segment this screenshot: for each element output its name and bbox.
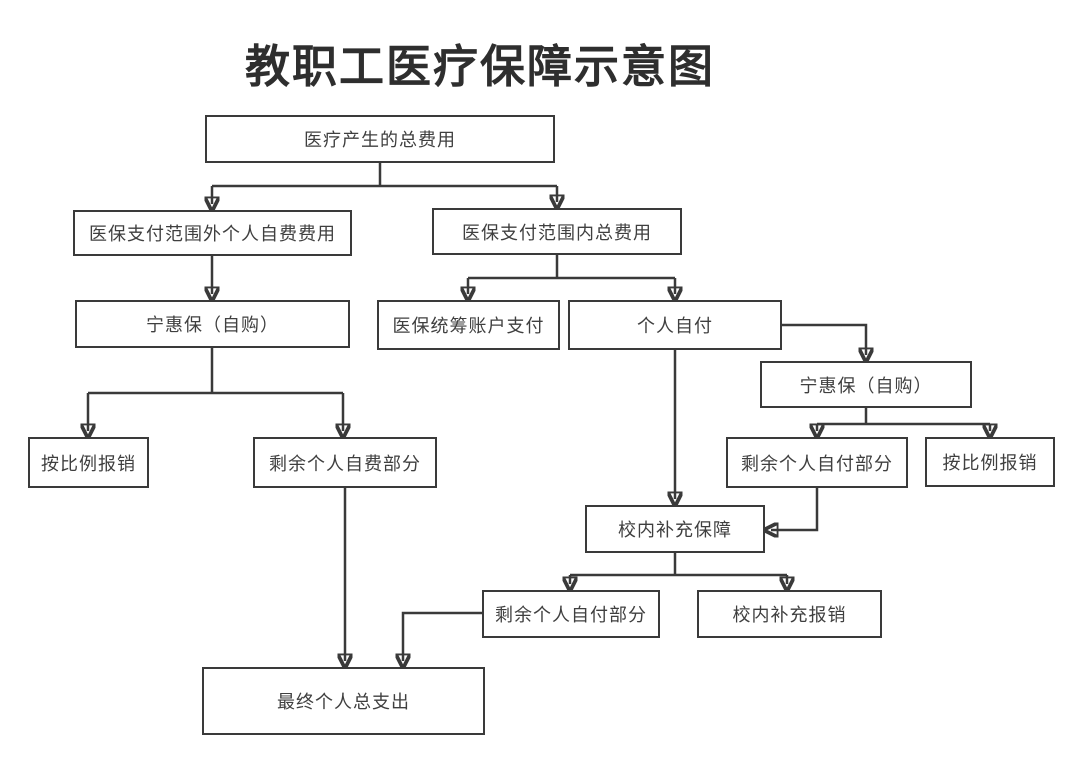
node-remaining-self-pay-bottom: 剩余个人自付部分 [482,590,660,638]
node-ninghuibao-left: 宁惠保（自购） [75,300,350,348]
node-school-supplement-security: 校内补充保障 [585,505,765,553]
node-remaining-self-pay-right: 剩余个人自付部分 [726,437,908,488]
node-pooled-account-pay: 医保统筹账户支付 [377,300,560,350]
node-final-personal-total: 最终个人总支出 [202,667,485,735]
node-proportional-reimburse-right: 按比例报销 [925,437,1055,487]
arrow-remaining-pay-bottom-to-final [403,611,482,661]
node-outside-scope-self-fee: 医保支付范围外个人自费费用 [73,210,352,256]
arrow-personal-to-ninghuibao-right [782,323,866,355]
node-remaining-self-fee: 剩余个人自费部分 [253,437,437,488]
node-inside-scope-total: 医保支付范围内总费用 [432,208,682,255]
node-personal-self-pay: 个人自付 [568,300,782,350]
node-school-supplement-reimburse: 校内补充报销 [697,590,882,638]
node-total-medical-cost: 医疗产生的总费用 [205,115,555,163]
arrow-remaining-pay-to-school-supplement [771,488,819,530]
node-ninghuibao-right: 宁惠保（自购） [760,361,972,408]
node-proportional-reimburse-left: 按比例报销 [28,437,149,488]
diagram-title: 教职工医疗保障示意图 [244,41,715,92]
connector-rails [88,163,990,577]
